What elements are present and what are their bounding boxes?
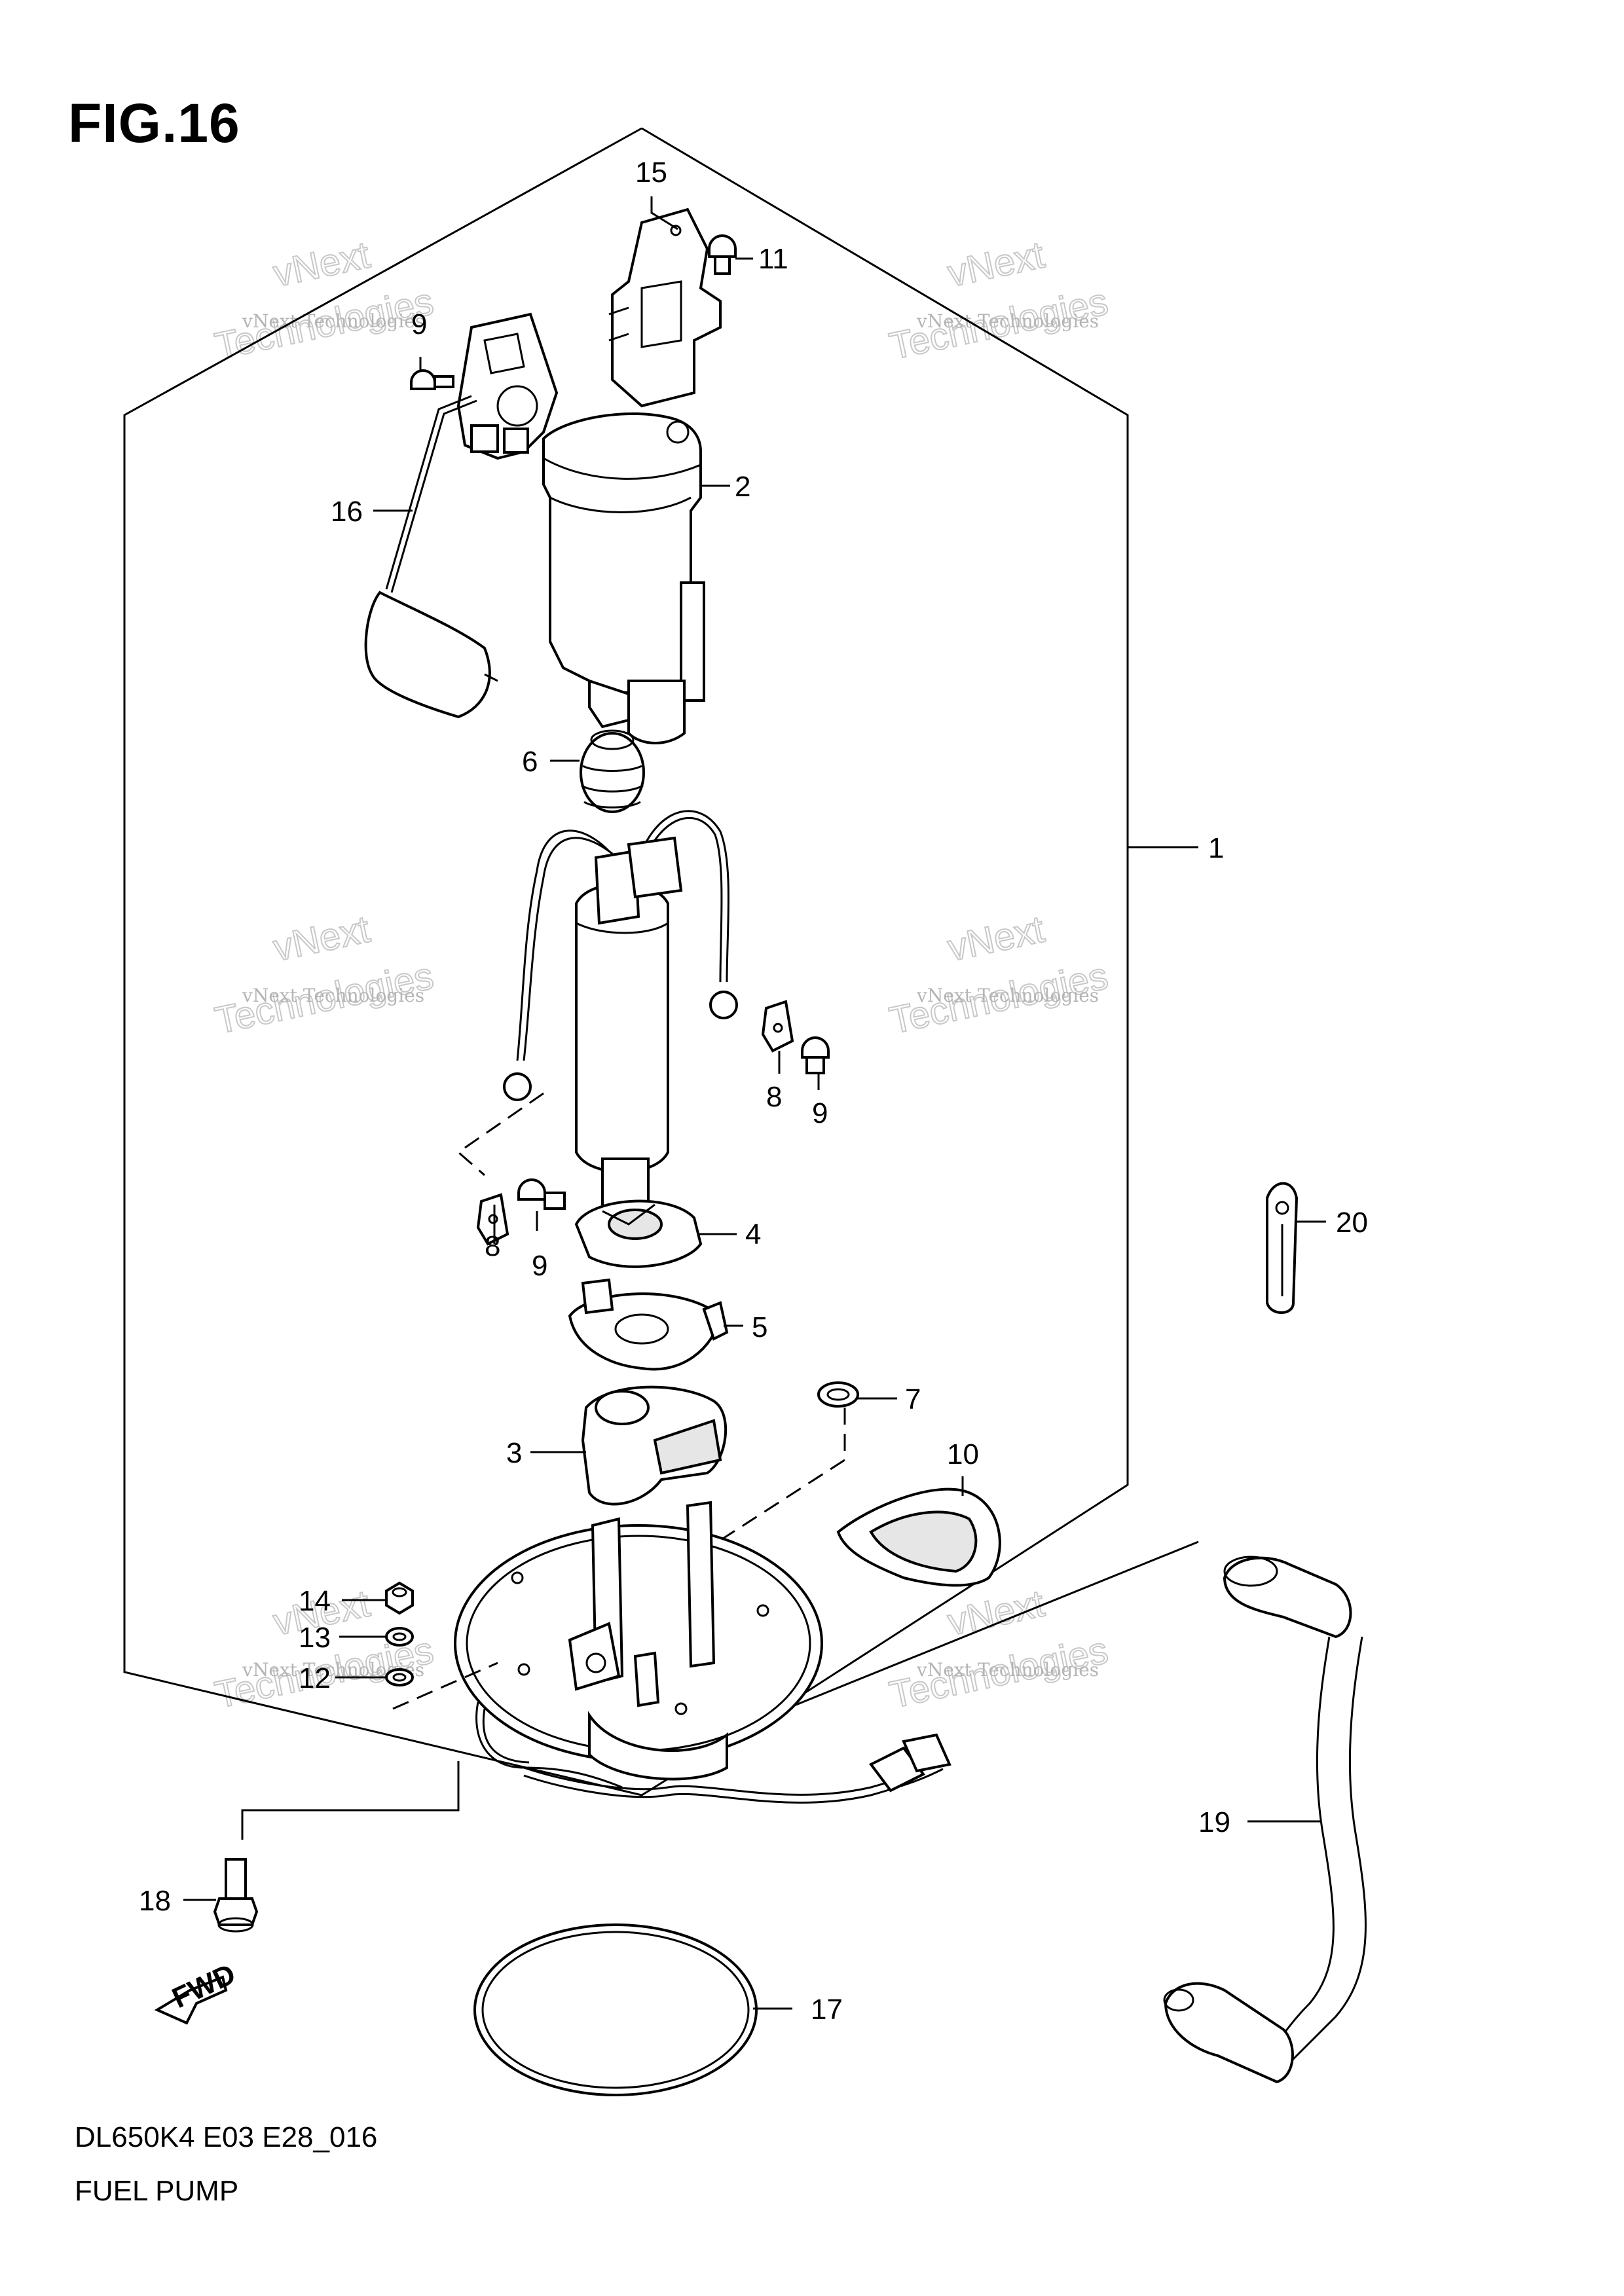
watermark-small: vNext Technologies	[242, 310, 424, 332]
callout-2: 2	[735, 471, 750, 503]
watermark-small: vNext Technologies	[916, 985, 1099, 1006]
dashed-relation-8-left	[456, 1092, 544, 1176]
watermark-small: vNext Technologies	[916, 1659, 1099, 1681]
watermark-top-right: vNext Technologies vNext Technologies	[885, 232, 1113, 368]
part-3-filter-housing	[581, 1385, 728, 1506]
watermark-big-line1: vNext	[944, 907, 1048, 969]
part-2-pump-case	[542, 412, 705, 744]
section-name: FUEL PUMP	[75, 2175, 239, 2207]
part-20-clamp	[1266, 1182, 1299, 1314]
callout-9-left: 9	[532, 1250, 547, 1282]
callout-15: 15	[635, 156, 667, 189]
callout-19: 19	[1198, 1806, 1230, 1838]
part-8-terminal-left	[476, 1193, 509, 1246]
part-18-bolt	[213, 1858, 259, 1933]
watermark-big-line1: vNext	[944, 233, 1048, 295]
watermark-big-line1: vNext	[270, 907, 374, 969]
watermark-big-line1: vNext	[944, 1582, 1048, 1643]
fuel-pump-motor	[503, 810, 738, 1216]
part-6-cushion	[580, 729, 645, 813]
callout-11: 11	[758, 243, 788, 275]
part-14-nut	[385, 1581, 414, 1615]
bolt-leader	[241, 1761, 460, 1840]
watermark-mid-left: vNext Technologies vNext Technologies	[211, 907, 438, 1042]
callout-labels: 15 11 9 2 16 6 1 8 9 8 9 4 20 5 7 3 10 1…	[139, 156, 1368, 2026]
callout-18: 18	[139, 1885, 171, 1917]
callout-9-top: 9	[411, 308, 427, 340]
fwd-arrow-icon: FWD	[154, 1958, 241, 2025]
watermark-small: vNext Technologies	[242, 985, 424, 1006]
part-17-o-ring	[473, 1923, 758, 2096]
callout-17: 17	[811, 1994, 843, 2026]
part-4-holder	[574, 1199, 703, 1268]
callout-9-right: 9	[812, 1097, 828, 1129]
fwd-label: FWD	[168, 1958, 241, 2014]
dashed-relation-12	[392, 1662, 498, 1710]
watermark-low-right: vNext Technologies vNext Technologies	[885, 1581, 1113, 1717]
part-8-terminal-right	[761, 1000, 794, 1053]
part-5-plate	[568, 1278, 729, 1371]
fuel-level-sender	[456, 312, 559, 460]
model-code: DL650K4 E03 E28_016	[75, 2121, 378, 2153]
callout-12: 12	[299, 1662, 331, 1694]
part-16-float-arm	[364, 395, 498, 719]
callout-10: 10	[947, 1438, 979, 1470]
part-19-fuel-hose	[1163, 1556, 1367, 2084]
callout-4: 4	[745, 1218, 761, 1250]
callout-8-right: 8	[766, 1081, 782, 1113]
part-11-screw	[708, 234, 737, 275]
watermark-mid-right: vNext Technologies vNext Technologies	[885, 907, 1113, 1042]
part-7-washer	[817, 1381, 859, 1408]
callout-5: 5	[752, 1311, 767, 1343]
callout-leaders	[183, 196, 1326, 2010]
part-10-filter-pad	[836, 1487, 1001, 1587]
callout-7: 7	[905, 1383, 921, 1415]
part-12-lock-washer	[385, 1668, 414, 1686]
callout-20: 20	[1336, 1207, 1368, 1239]
assembly-boundary-connector	[769, 1540, 1199, 1717]
callout-13: 13	[299, 1622, 331, 1654]
callout-6: 6	[522, 746, 538, 778]
figure-title: FIG.16	[68, 92, 240, 154]
part-9-screw-right	[801, 1036, 830, 1074]
watermark-small: vNext Technologies	[916, 310, 1099, 332]
part-9-screw-top	[410, 369, 454, 390]
callout-1: 1	[1208, 832, 1224, 864]
callout-14: 14	[299, 1585, 331, 1617]
part-13-washer	[385, 1627, 414, 1647]
part-9-screw-left	[517, 1178, 566, 1210]
callout-8-left: 8	[485, 1230, 500, 1262]
part-15-bracket	[608, 208, 722, 408]
callout-16: 16	[331, 496, 363, 528]
callout-3: 3	[506, 1437, 522, 1469]
base-plate-assembly	[454, 1501, 951, 1804]
